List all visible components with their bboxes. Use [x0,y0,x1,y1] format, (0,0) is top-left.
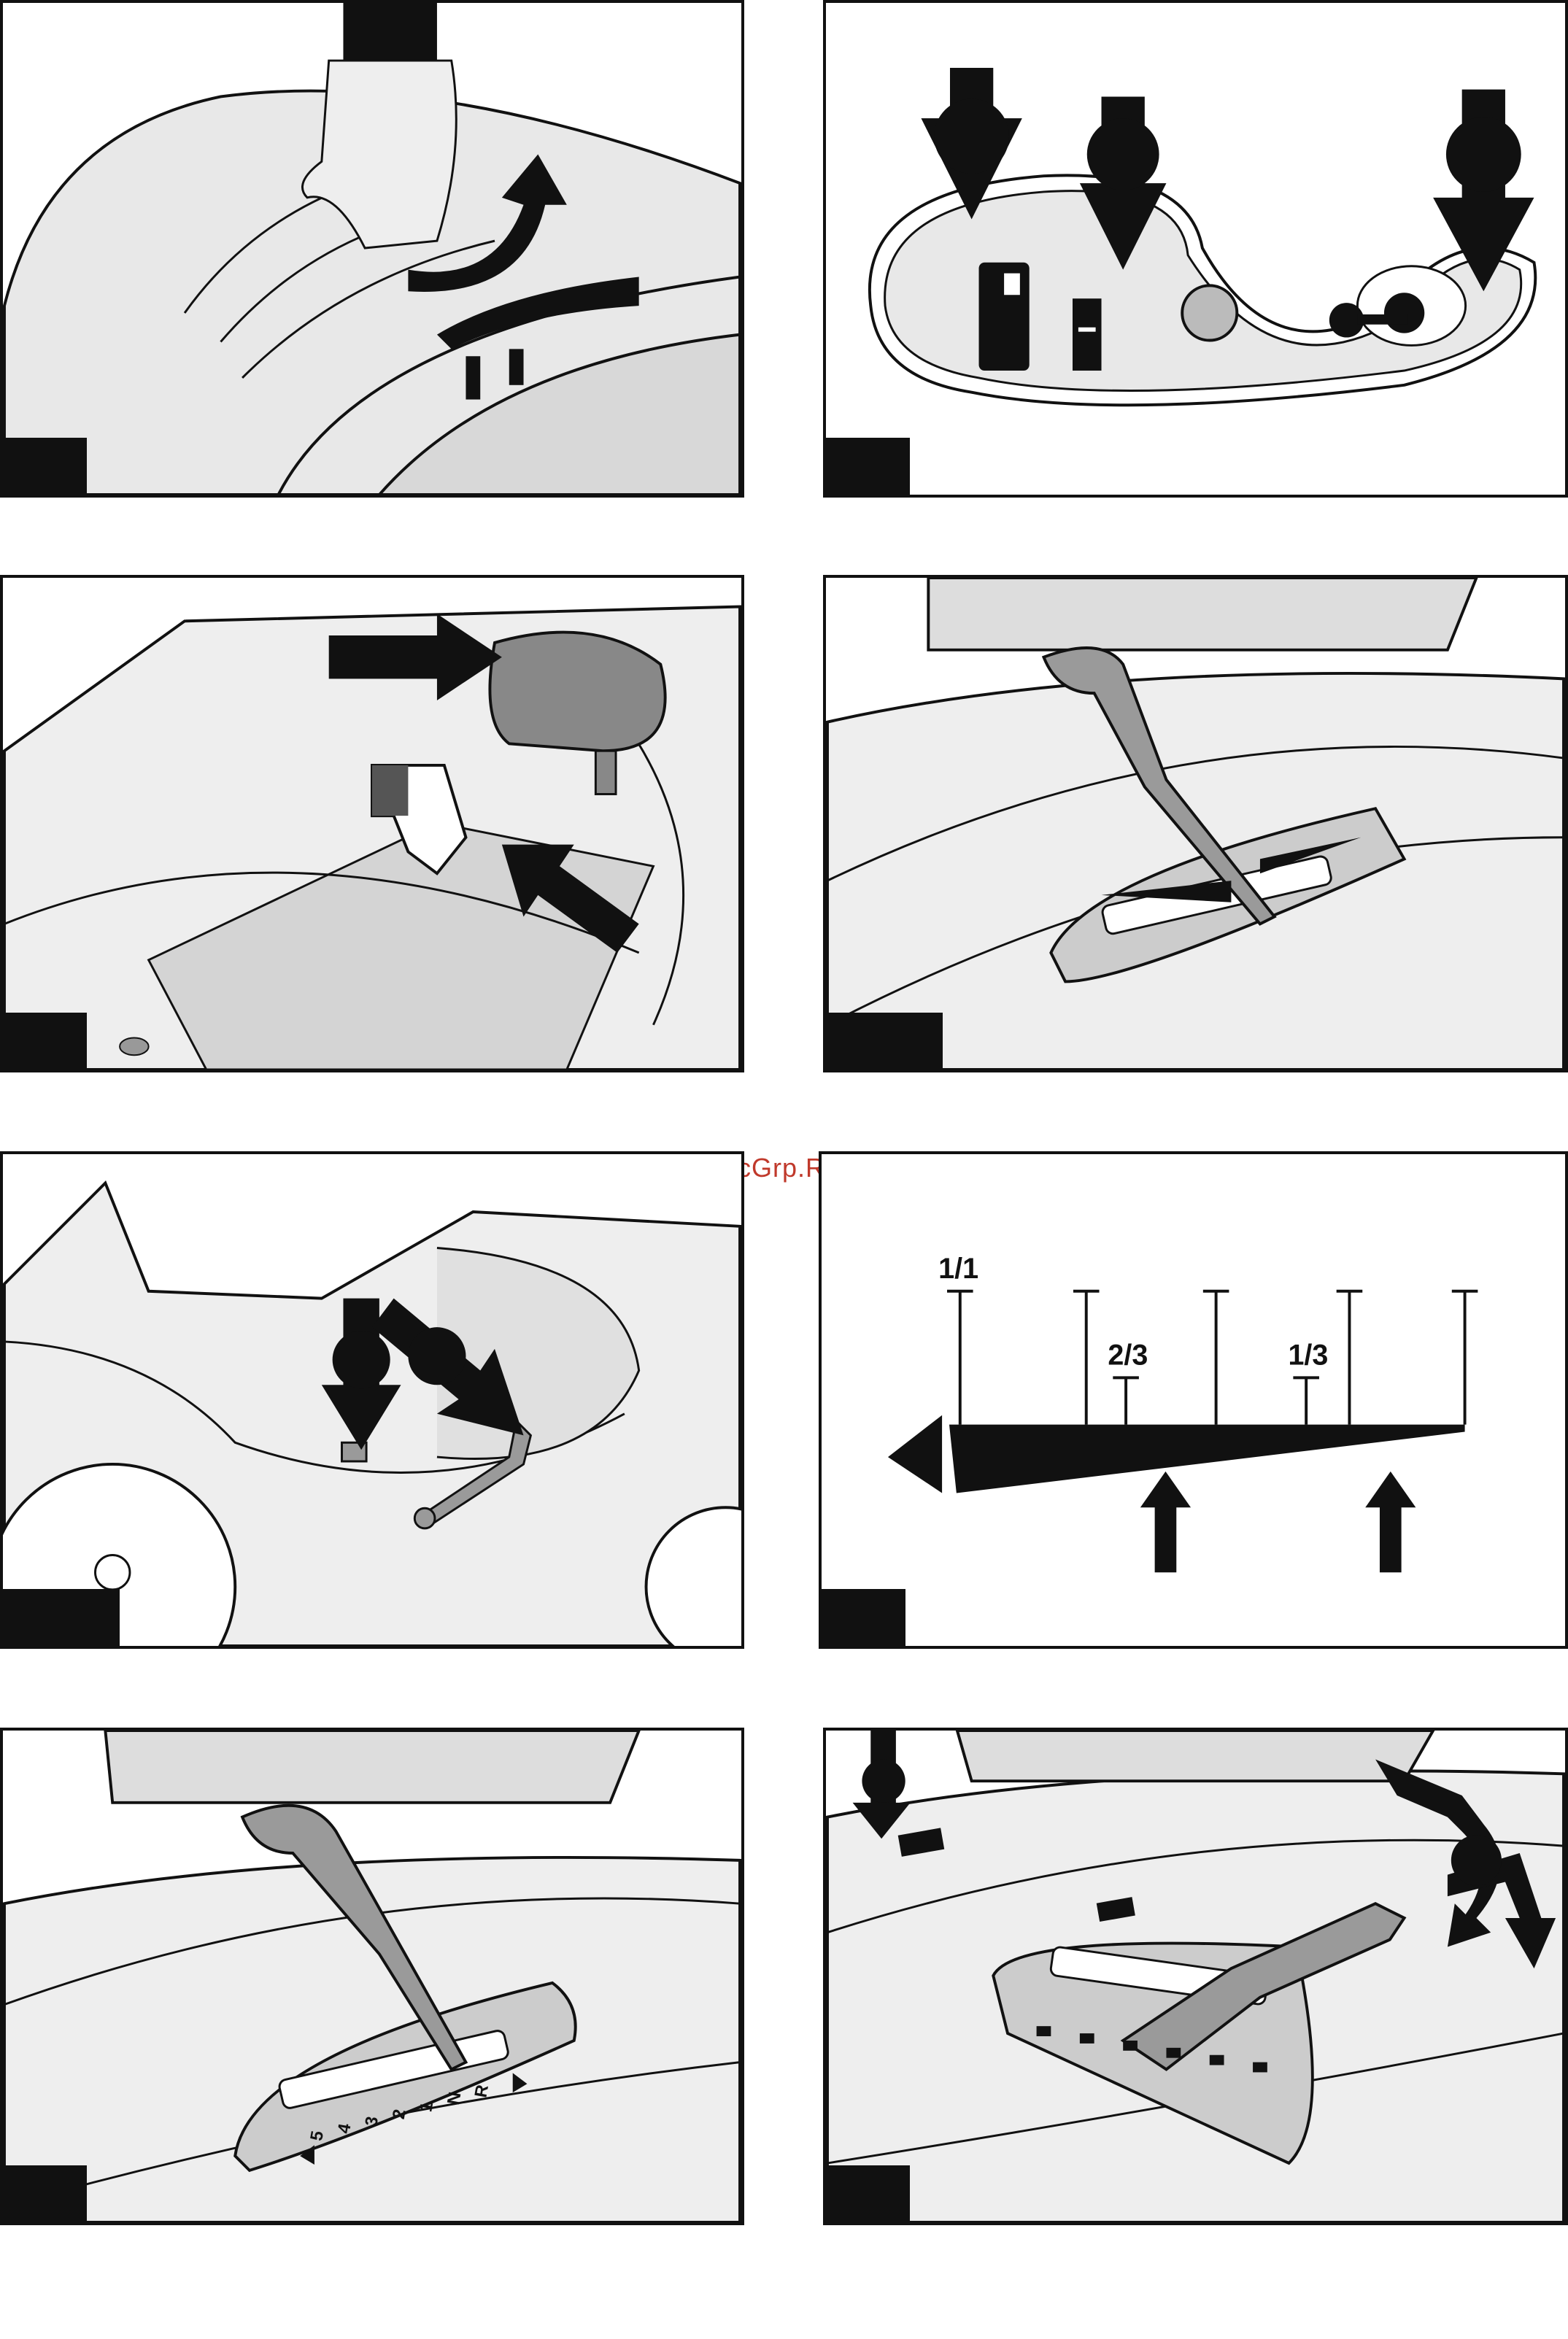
panel-number-tag [826,1013,943,1070]
panel-number-tag [3,1013,87,1070]
panel-number-tag [826,2165,910,2222]
panel-number-tag [826,438,910,495]
panel-number-tag [3,1589,120,1646]
panel-cutting-height-lever [823,575,1568,1072]
panel-dashboard-controls [823,0,1568,498]
panel-side-view-controls [0,1151,744,1649]
panel-gear-lever: 5 4 3 2 1 N R [0,1728,744,2225]
scale-label-full: 1/1 [938,1253,978,1285]
panel-pedals [0,575,744,1072]
panel-fill-level-scale: 1/1 2/3 1/3 [819,1151,1568,1649]
arrow-left-icon [888,1415,942,1493]
arrow-up-icon [1365,1472,1416,1572]
arrow-up-icon [1140,1472,1191,1572]
indicator-lamp-icon [1182,285,1237,340]
panel-number-tag [3,2165,87,2222]
light-switch-icon [1073,298,1102,371]
scale-label-two-thirds: 2/3 [1108,1339,1148,1372]
panel-number-tag [3,438,87,495]
panel-hood-lift [0,0,744,498]
ignition-key-icon [1329,266,1466,346]
scale-label-one-third: 1/3 [1288,1339,1328,1372]
panel-number-tag [822,1589,905,1646]
choke-switch-icon [979,263,1030,371]
panel-deck-lever [823,1728,1568,2225]
